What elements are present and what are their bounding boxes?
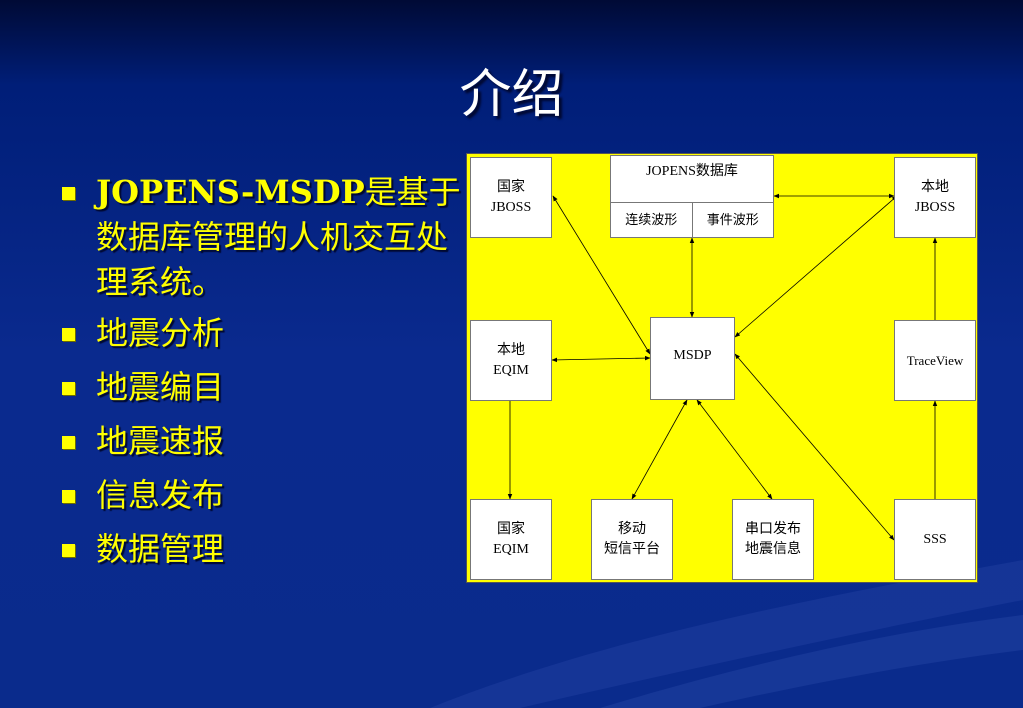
box-label: 地震信息 bbox=[745, 541, 801, 557]
connector-national-jboss-msdp bbox=[552, 195, 651, 355]
serial-publish-box: 串口发布 地震信息 bbox=[732, 499, 814, 580]
slide-title: 介绍 bbox=[459, 65, 564, 125]
architecture-diagram: 国家 JBOSS JOPENS数据库 连续波形 事件波形 本地 JBOSS 本地… bbox=[466, 153, 978, 583]
connector-local-eqim-msdp bbox=[551, 355, 651, 363]
box-label: SSS bbox=[923, 531, 947, 547]
bullet-item: 地震速报 bbox=[60, 419, 470, 463]
national-eqim-box: 国家 EQIM bbox=[470, 499, 552, 580]
box-label: 串口发布 bbox=[745, 521, 801, 537]
bullet-item: JOPENS-MSDP是基于数据库管理的人机交互处理系统。 bbox=[60, 170, 470, 305]
bullet-list: JOPENS-MSDP是基于数据库管理的人机交互处理系统。 地震分析 地震编目 … bbox=[60, 170, 470, 581]
square-bullet-icon bbox=[62, 490, 75, 503]
mobile-sms-box: 移动 短信平台 bbox=[591, 499, 673, 580]
bullet-text: 数据管理 bbox=[96, 530, 225, 568]
box-label: EQIM bbox=[493, 541, 529, 557]
bullet-bold-text: JOPENS-MSDP bbox=[96, 173, 365, 211]
national-jboss-box: 国家 JBOSS bbox=[470, 157, 552, 238]
box-label: 国家 bbox=[497, 521, 525, 537]
traceview-box: TraceView bbox=[894, 320, 976, 401]
connector-msdp-local-jboss bbox=[734, 195, 898, 338]
box-label: 短信平台 bbox=[604, 541, 660, 557]
bullet-text: 是基于数据库管理的人机交互处理系统。 bbox=[96, 173, 461, 301]
connector-msdp-sss bbox=[734, 353, 895, 541]
database-title: JOPENS数据库 bbox=[611, 156, 773, 203]
connector-msdp-serial bbox=[696, 399, 773, 500]
square-bullet-icon bbox=[62, 382, 75, 395]
box-label: TraceView bbox=[906, 352, 964, 368]
database-cells: 连续波形 事件波形 bbox=[611, 203, 773, 237]
bullet-item: 地震编目 bbox=[60, 365, 470, 409]
box-label: 本地 bbox=[921, 179, 949, 195]
bullet-text: 地震速报 bbox=[96, 422, 225, 460]
bullet-item: 数据管理 bbox=[60, 527, 470, 571]
box-label: JBOSS bbox=[490, 199, 532, 215]
box-label: JBOSS bbox=[914, 199, 956, 215]
connector-msdp-mobile bbox=[631, 399, 688, 500]
box-label: MSDP bbox=[673, 348, 712, 363]
bullet-item: 地震分析 bbox=[60, 311, 470, 355]
bullet-text: 地震编目 bbox=[96, 368, 225, 406]
bullet-item: 信息发布 bbox=[60, 473, 470, 517]
sss-box: SSS bbox=[894, 499, 976, 580]
bullet-text: 信息发布 bbox=[96, 476, 225, 514]
event-waveform-cell: 事件波形 bbox=[691, 203, 774, 237]
box-label: EQIM bbox=[493, 362, 529, 378]
box-label: 移动 bbox=[618, 521, 646, 537]
continuous-waveform-cell: 连续波形 bbox=[625, 212, 678, 227]
box-label: 本地 bbox=[497, 342, 525, 358]
box-label: 国家 bbox=[497, 179, 525, 195]
bullet-text: 地震分析 bbox=[96, 314, 225, 352]
square-bullet-icon bbox=[62, 544, 75, 557]
square-bullet-icon bbox=[62, 328, 75, 341]
square-bullet-icon bbox=[62, 187, 75, 200]
msdp-box: MSDP bbox=[650, 317, 735, 400]
connector-lines bbox=[507, 193, 938, 541]
local-jboss-box: 本地 JBOSS bbox=[894, 157, 976, 238]
local-eqim-box: 本地 EQIM bbox=[470, 320, 552, 401]
jopens-database-box: JOPENS数据库 连续波形 事件波形 bbox=[610, 155, 774, 238]
square-bullet-icon bbox=[62, 436, 75, 449]
